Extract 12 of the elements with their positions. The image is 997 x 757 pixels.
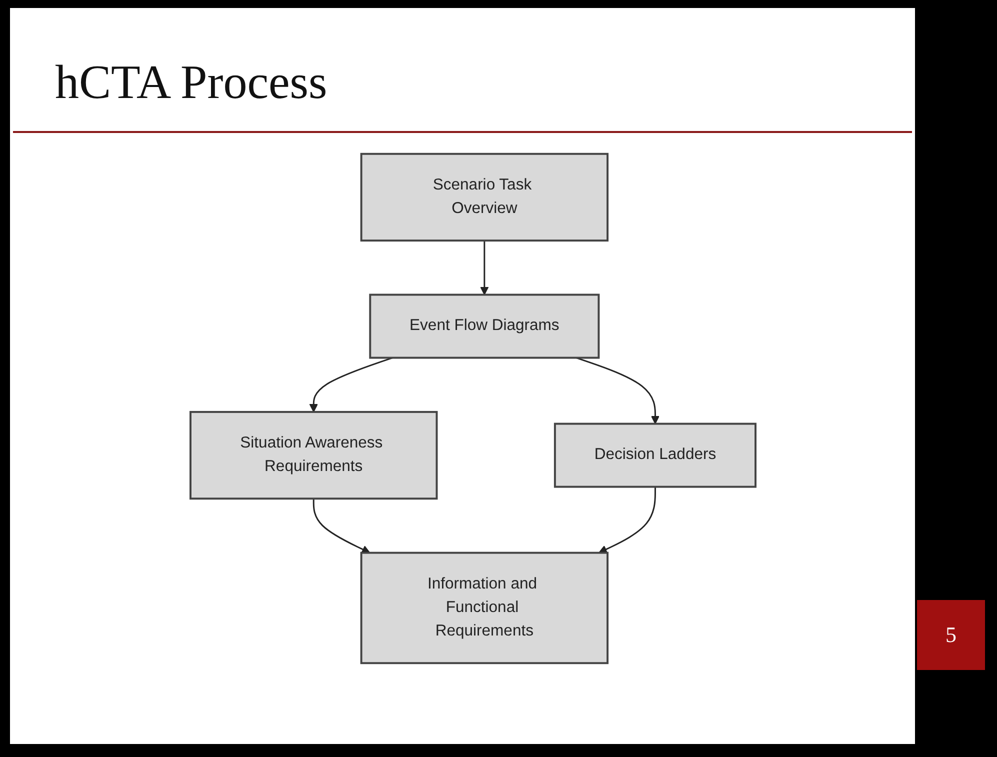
node-box: Scenario Task Overview	[360, 152, 609, 242]
arrow	[576, 357, 660, 424]
node-box: Event Flow Diagrams	[369, 294, 600, 359]
arrow	[598, 486, 656, 554]
slide-title: hCTA Process	[55, 55, 328, 110]
arrow	[309, 357, 393, 412]
node-box: Decision Ladders	[554, 422, 756, 488]
node-box: Situation Awareness Requirements	[190, 410, 438, 500]
node-box: Information and Functional Requirements	[360, 552, 609, 664]
slide-number: 5	[917, 600, 985, 670]
arrow	[312, 498, 370, 554]
arrow	[480, 240, 489, 296]
